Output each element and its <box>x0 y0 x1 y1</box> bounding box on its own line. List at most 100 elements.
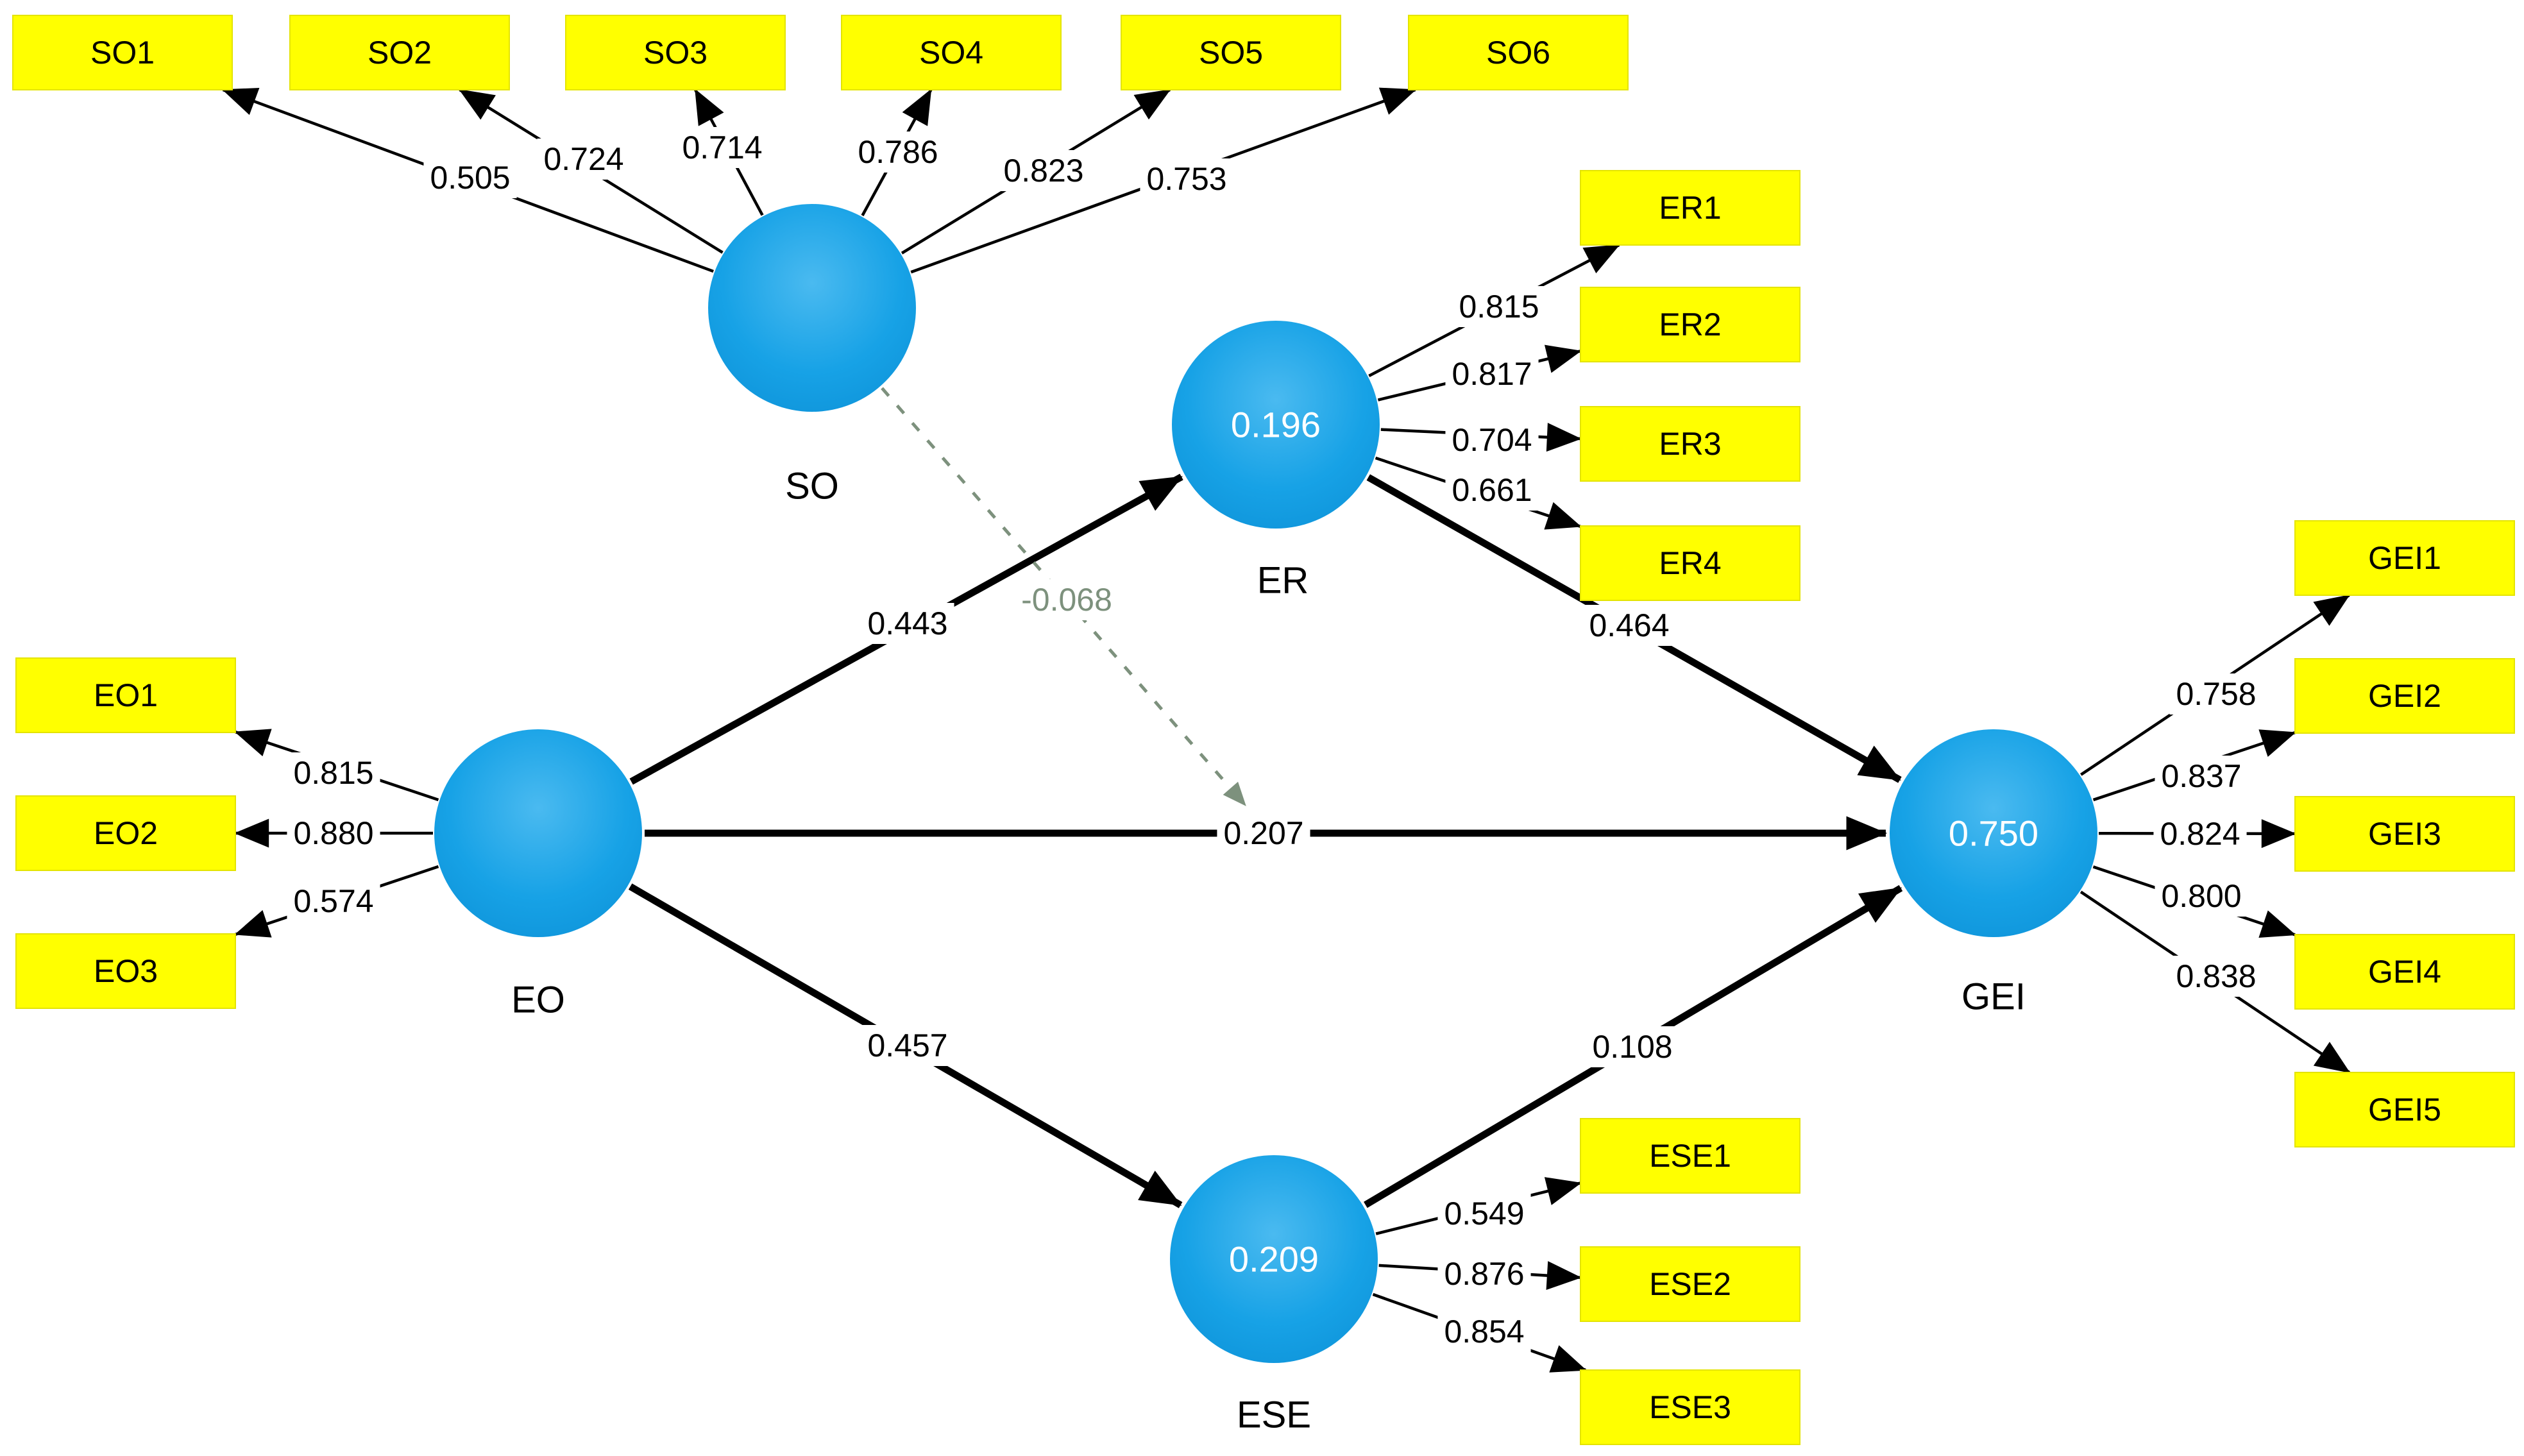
indicator-box-SO4 <box>841 15 1062 90</box>
construct-name-GEI: GEI <box>1961 976 2026 1018</box>
loading-value-GEI2: 0.837 <box>2161 758 2241 794</box>
indicator-label-ER1: ER1 <box>1659 190 1721 226</box>
indicator-box-ESE2 <box>1580 1246 1800 1322</box>
loading-value-ER2: 0.817 <box>1452 356 1532 392</box>
loading-value-SO3: 0.714 <box>682 130 762 165</box>
label-background <box>1452 286 1546 327</box>
label-background <box>1437 1253 1531 1294</box>
indicator-box-ESE3 <box>1580 1369 1800 1445</box>
construct-circle-SO <box>708 204 916 412</box>
label-background <box>1140 158 1233 199</box>
label-background <box>1586 1026 1679 1067</box>
label-background <box>861 603 954 644</box>
indicator-label-ESE1: ESE1 <box>1649 1138 1731 1174</box>
indicator-label-GEI2: GEI2 <box>2368 678 2441 714</box>
construct-circle-GEI <box>1890 729 2097 937</box>
indicator-box-ER2 <box>1580 287 1800 362</box>
construct-rsquare-GEI: 0.750 <box>1949 813 2038 854</box>
indicator-label-SO2: SO2 <box>368 35 432 71</box>
indicator-box-EO3 <box>15 933 236 1009</box>
indicator-box-SO3 <box>565 15 786 90</box>
indicator-box-ESE1 <box>1580 1118 1800 1194</box>
indicator-box-ER1 <box>1580 170 1800 246</box>
construct-circle-ER <box>1172 321 1380 529</box>
construct-name-ER: ER <box>1257 560 1309 602</box>
loading-value-SO2: 0.724 <box>543 141 623 177</box>
label-background <box>287 881 380 922</box>
label-background <box>1582 605 1676 646</box>
indicator-label-GEI5: GEI5 <box>2368 1092 2441 1128</box>
path-coefficient-GEI: 0.207 <box>1223 815 1303 851</box>
label-background <box>2155 876 2248 917</box>
label-background <box>423 157 517 198</box>
label-background <box>675 127 769 168</box>
loading-value-GEI4: 0.800 <box>2161 878 2241 914</box>
construct-rsquare-ER: 0.196 <box>1231 405 1321 445</box>
indicator-label-EO3: EO3 <box>94 953 158 989</box>
indicator-label-ER3: ER3 <box>1659 426 1721 462</box>
indicator-label-SO5: SO5 <box>1199 35 1263 71</box>
indicator-label-GEI3: GEI3 <box>2368 816 2441 852</box>
label-background <box>1445 470 1539 511</box>
indicator-box-GEI4 <box>2294 934 2515 1010</box>
loading-value-GEI3: 0.824 <box>2160 816 2240 852</box>
construct-circle-EO <box>434 729 642 937</box>
indicator-label-SO1: SO1 <box>90 35 155 71</box>
loading-value-SO5: 0.823 <box>1003 153 1083 189</box>
indicator-label-GEI1: GEI1 <box>2368 540 2441 576</box>
indicator-box-EO2 <box>15 795 236 871</box>
label-background <box>1437 1193 1531 1234</box>
indicator-label-ER2: ER2 <box>1659 307 1721 343</box>
label-background <box>2169 956 2263 997</box>
loading-value-ESE1: 0.549 <box>1444 1196 1524 1232</box>
indicator-box-SO1 <box>12 15 233 90</box>
loading-value-EO1: 0.815 <box>293 755 373 791</box>
label-backgrounds-layer <box>287 127 2263 1352</box>
label-background <box>287 752 380 793</box>
label-background <box>2153 813 2247 854</box>
label-background <box>1445 353 1539 394</box>
indicator-label-ESE2: ESE2 <box>1649 1266 1731 1302</box>
indicator-label-ER4: ER4 <box>1659 545 1721 581</box>
indicator-box-GEI2 <box>2294 658 2515 734</box>
loading-value-SO4: 0.786 <box>858 134 938 170</box>
loading-value-ESE2: 0.876 <box>1444 1256 1524 1292</box>
indicator-box-ER4 <box>1580 525 1800 601</box>
indicator-box-SO6 <box>1408 15 1629 90</box>
path-coefficient-ESE: 0.457 <box>867 1028 947 1063</box>
indicator-label-EO2: EO2 <box>94 815 158 851</box>
label-background <box>1015 579 1119 620</box>
label-background <box>1217 813 1310 854</box>
loading-value-EO3: 0.574 <box>293 883 373 919</box>
indicator-box-EO1 <box>15 657 236 733</box>
label-background <box>2169 673 2263 715</box>
indicator-label-GEI4: GEI4 <box>2368 954 2441 990</box>
indicator-label-SO6: SO6 <box>1486 35 1550 71</box>
loading-value-SO1: 0.505 <box>430 160 510 196</box>
loading-value-EO2: 0.880 <box>293 815 373 851</box>
loading-value-ESE3: 0.854 <box>1444 1314 1524 1350</box>
loading-value-ER3: 0.704 <box>1452 422 1532 458</box>
label-background <box>1437 1311 1531 1352</box>
label-background <box>997 150 1090 191</box>
loading-value-ER1: 0.815 <box>1459 289 1539 325</box>
construct-name-EO: EO <box>511 979 565 1021</box>
label-background <box>851 131 945 173</box>
indicator-box-GEI3 <box>2294 796 2515 872</box>
labels-layer: 0.4430.2070.4570.4640.108-0.068SO10.505S… <box>90 35 2441 1436</box>
indicator-label-ESE3: ESE3 <box>1649 1389 1731 1425</box>
construct-rsquare-ESE: 0.209 <box>1229 1239 1319 1280</box>
label-background <box>287 813 380 854</box>
label-background <box>2155 756 2248 797</box>
loading-value-ER4: 0.661 <box>1452 472 1532 508</box>
indicator-box-SO2 <box>289 15 510 90</box>
indicator-box-ER3 <box>1580 406 1800 482</box>
loading-value-SO6: 0.753 <box>1146 161 1226 197</box>
indicator-box-GEI1 <box>2294 520 2515 596</box>
label-background <box>537 139 631 180</box>
path-coefficient-moderation: -0.068 <box>1021 582 1112 618</box>
loading-value-GEI5: 0.838 <box>2176 958 2256 994</box>
indicator-label-SO4: SO4 <box>919 35 983 71</box>
